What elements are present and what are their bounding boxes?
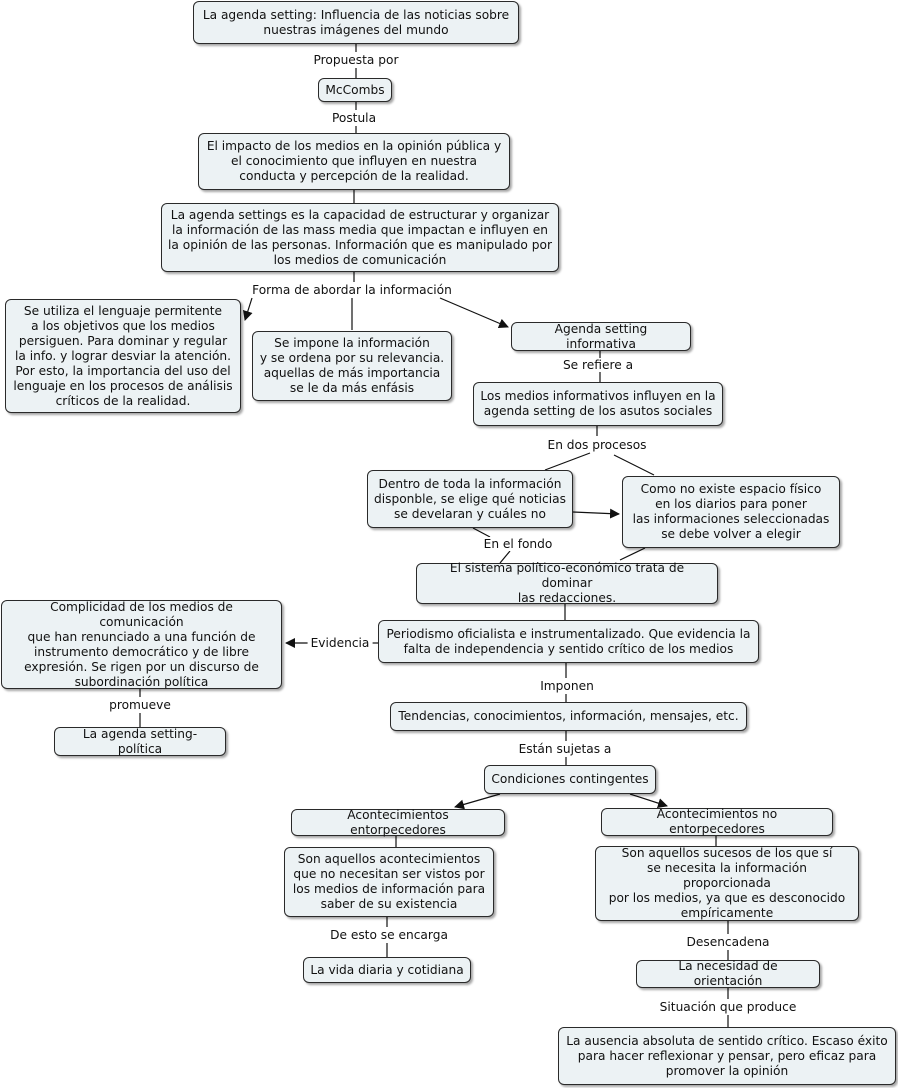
- link-label-estan-sujetas: Están sujetas a: [515, 742, 615, 756]
- concept-node-necesidad-orientacion[interactable]: La necesidad de orientación: [636, 959, 820, 988]
- connector: [454, 793, 501, 810]
- link-label-evidencia: Evidencia: [307, 636, 373, 650]
- concept-node-vida-diaria[interactable]: La vida diaria y cotidiana: [303, 957, 471, 983]
- concept-node-espacio-fisico[interactable]: Como no existe espacio físico en los dia…: [622, 476, 840, 548]
- concept-node-entorpecedores[interactable]: Acontecimientos entorpecedores: [291, 808, 505, 837]
- concept-node-seleccion-noticias[interactable]: Dentro de toda la información disponble,…: [367, 470, 573, 528]
- link-label-de-esto-se-encarga: De esto se encarga: [327, 928, 451, 942]
- connector: [619, 547, 646, 561]
- link-label-forma-abordar: Forma de abordar la información: [249, 283, 455, 297]
- connector: [242, 297, 253, 321]
- link-label-promueve: promueve: [106, 698, 174, 712]
- concept-node-impone-informacion[interactable]: Se impone la información y se ordena por…: [252, 331, 452, 401]
- connector: [499, 550, 511, 564]
- concept-node-lenguaje[interactable]: Se utiliza el lenguaje permitente a los …: [5, 299, 241, 413]
- connector: [544, 452, 591, 471]
- link-label-desencadena: Desencadena: [683, 935, 773, 949]
- concept-node-agenda-informativa[interactable]: Agenda setting informativa: [511, 322, 691, 351]
- connector: [613, 454, 655, 476]
- concept-node-ausencia-sentido[interactable]: La ausencia absoluta de sentido crítico.…: [558, 1027, 896, 1085]
- concept-node-condiciones[interactable]: Condiciones contingentes: [484, 765, 656, 794]
- connector: [629, 793, 668, 808]
- link-label-propuesta-por: Propuesta por: [310, 53, 402, 67]
- concept-node-agenda-politica[interactable]: La agenda setting-política: [54, 727, 226, 756]
- concept-node-acontecimientos-def[interactable]: Son aquellos acontecimientos que no nece…: [284, 847, 494, 917]
- concept-node-sistema-politico[interactable]: El sistema político-económico trata de d…: [416, 561, 718, 605]
- link-label-situacion-produce: Situación que produce: [656, 1000, 800, 1014]
- link-label-en-dos-procesos: En dos procesos: [544, 438, 650, 452]
- concept-node-no-entorpecedores[interactable]: Acontecimientos no entorpecedores: [601, 807, 833, 836]
- link-label-postula: Postula: [328, 111, 380, 125]
- concept-node-periodismo-oficialista[interactable]: Periodismo oficialista e instrumentaliza…: [378, 620, 759, 663]
- concept-node-tendencias[interactable]: Tendencias, conocimientos, información, …: [390, 702, 747, 731]
- concept-node-sucesos-def[interactable]: Son aquellos sucesos de los que sí se ne…: [595, 846, 859, 921]
- link-label-en-el-fondo: En el fondo: [480, 537, 556, 551]
- connector: [439, 297, 509, 329]
- concept-node-complicidad-medios[interactable]: Complicidad de los medios de comunicació…: [1, 600, 282, 689]
- concept-node-impacto-medios[interactable]: El impacto de los medios en la opinión p…: [198, 133, 510, 190]
- concept-node-definicion-agenda[interactable]: La agenda settings es la capacidad de es…: [161, 203, 559, 272]
- link-label-imponen: Imponen: [537, 679, 597, 693]
- connector: [572, 508, 620, 519]
- concept-node-agenda-setting-title[interactable]: La agenda setting: Influencia de las not…: [193, 1, 519, 44]
- connector: [472, 527, 491, 538]
- link-label-se-refiere-a: Se refiere a: [559, 358, 637, 372]
- concept-node-mccombs[interactable]: McCombs: [318, 78, 392, 102]
- concept-node-medios-informativos[interactable]: Los medios informativos influyen en la a…: [473, 382, 723, 426]
